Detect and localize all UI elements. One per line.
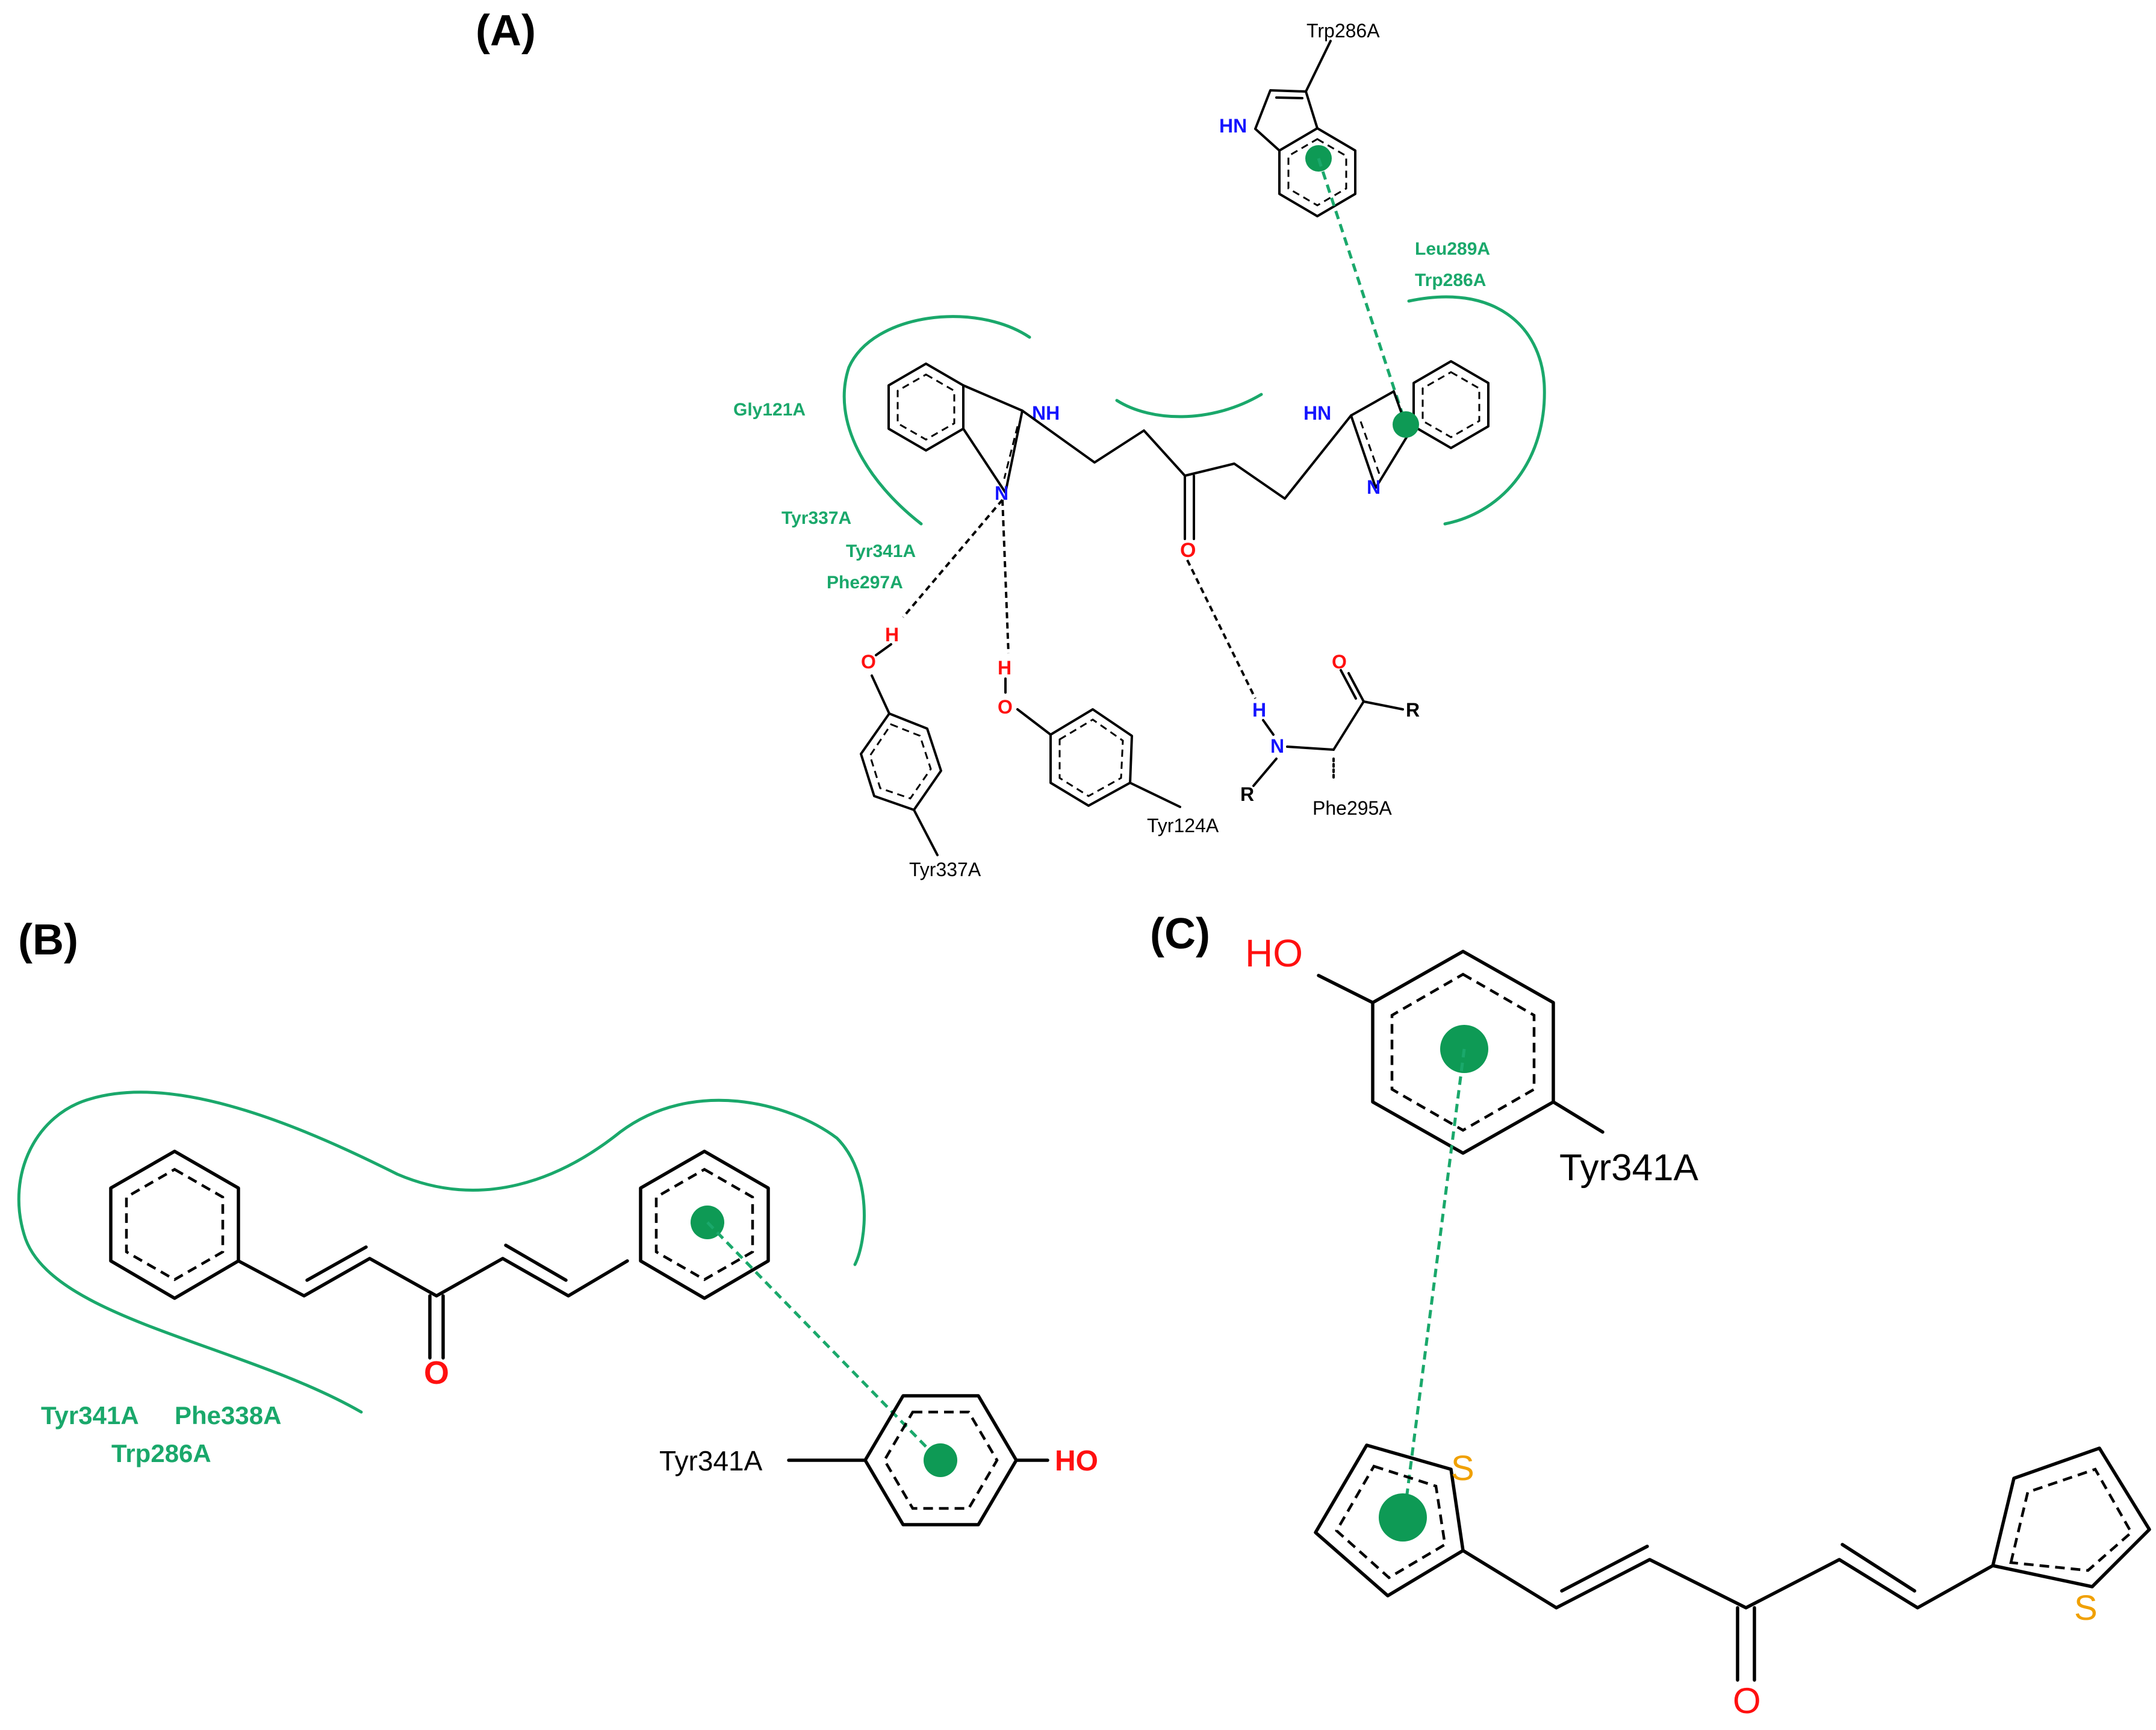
- panel-c: (C) HO Tyr341A S O S: [1150, 910, 2151, 1721]
- s-left-label: S: [1451, 1449, 1474, 1488]
- trp286-label-b: Trp286A: [111, 1439, 211, 1467]
- linker-chain: [1021, 409, 1352, 500]
- h-bond-line-2: [1001, 499, 1010, 654]
- ketone-o-label-c: O: [1733, 1681, 1761, 1721]
- phe297-label: Phe297A: [827, 573, 903, 593]
- pi-pi-interaction-line-a: [1317, 158, 1408, 425]
- hydrophobic-arc-middle: [1115, 393, 1263, 418]
- tyr337-bottom-label: Tyr337A: [909, 859, 981, 880]
- tyr341-label-c: Tyr341A: [1559, 1147, 1699, 1189]
- o1-label: O: [861, 651, 876, 673]
- right-benzimidazole: HN N: [1303, 360, 1490, 498]
- hn-right-label: HN: [1303, 402, 1331, 424]
- r1-label: R: [1240, 783, 1254, 805]
- ho-label-c: HO: [1245, 932, 1303, 975]
- hn-indole-label: HN: [1219, 115, 1247, 137]
- n-left-label: N: [995, 482, 1008, 504]
- tyr341-label-a: Tyr341A: [846, 541, 916, 561]
- right-phenyl-ring-b: [639, 1150, 770, 1300]
- tyr341-green-label-b: Tyr341A: [41, 1401, 139, 1430]
- tyr337-residue: H O Tyr337A: [860, 624, 981, 880]
- n3-label: N: [1270, 735, 1284, 757]
- h2-label: H: [998, 657, 1011, 679]
- left-thiophene-ring: [1314, 1443, 1465, 1598]
- hydrophobic-envelope-b: [17, 1091, 866, 1414]
- phe338-label-b: Phe338A: [175, 1401, 281, 1430]
- h1-label: H: [885, 624, 899, 646]
- panel-c-label: (C): [1150, 910, 1210, 958]
- tyr124-label: Tyr124A: [1147, 815, 1219, 836]
- hydrophobic-arc-left: [842, 315, 1031, 526]
- ketone-o-label-a: O: [1180, 539, 1196, 562]
- ho-label-b: HO: [1055, 1445, 1098, 1477]
- pi-centroid-right-benzimidazole: [1393, 411, 1419, 438]
- panel-a: (A) Trp286A HN NH N O: [476, 7, 1546, 880]
- panel-b: (B) O Tyr341A HO Tyr341A Phe338A Trp286A: [17, 916, 1098, 1526]
- left-phenyl-ring-b: [109, 1150, 240, 1300]
- left-benzimidazole: NH N: [887, 362, 1060, 504]
- h3-label: H: [1252, 699, 1266, 721]
- h-bond-line-1: [902, 499, 1004, 618]
- h-bond-line-3: [1186, 559, 1257, 699]
- trp286-indole: Trp286A HN: [1219, 20, 1380, 217]
- s-right-label: S: [2074, 1588, 2098, 1628]
- leu289-label: Leu289A: [1415, 239, 1490, 259]
- phe295-backbone: H N R O R Phe295A: [1240, 651, 1420, 819]
- tyr341-black-label-b: Tyr341A: [659, 1445, 763, 1476]
- o2-label: O: [998, 696, 1013, 718]
- trp286-top-label: Trp286A: [1306, 20, 1380, 42]
- dienone-chain-c: [1461, 1549, 1995, 1610]
- r2-label: R: [1406, 699, 1420, 721]
- ketone-o-label-b: O: [424, 1355, 449, 1391]
- hydrophobic-arc-right: [1407, 295, 1546, 526]
- panel-a-label: (A): [476, 7, 536, 55]
- tyr124-residue: H O Tyr124A: [998, 657, 1219, 836]
- tyr337-arc-label: Tyr337A: [781, 508, 851, 528]
- right-thiophene-ring: [1991, 1446, 2151, 1588]
- phe295-label: Phe295A: [1313, 797, 1392, 819]
- trp286-arc-label: Trp286A: [1415, 270, 1486, 290]
- panel-b-label: (B): [18, 916, 78, 964]
- dienone-chain-b: [237, 1257, 629, 1298]
- pi-centroid-left-thiophene: [1379, 1493, 1427, 1542]
- n-right-label: N: [1367, 476, 1381, 498]
- pi-centroid-tyr341-b: [924, 1443, 957, 1477]
- gly121-label: Gly121A: [733, 400, 806, 420]
- pi-pi-interaction-line-c: [1402, 1048, 1466, 1518]
- amide-o-label: O: [1332, 651, 1347, 673]
